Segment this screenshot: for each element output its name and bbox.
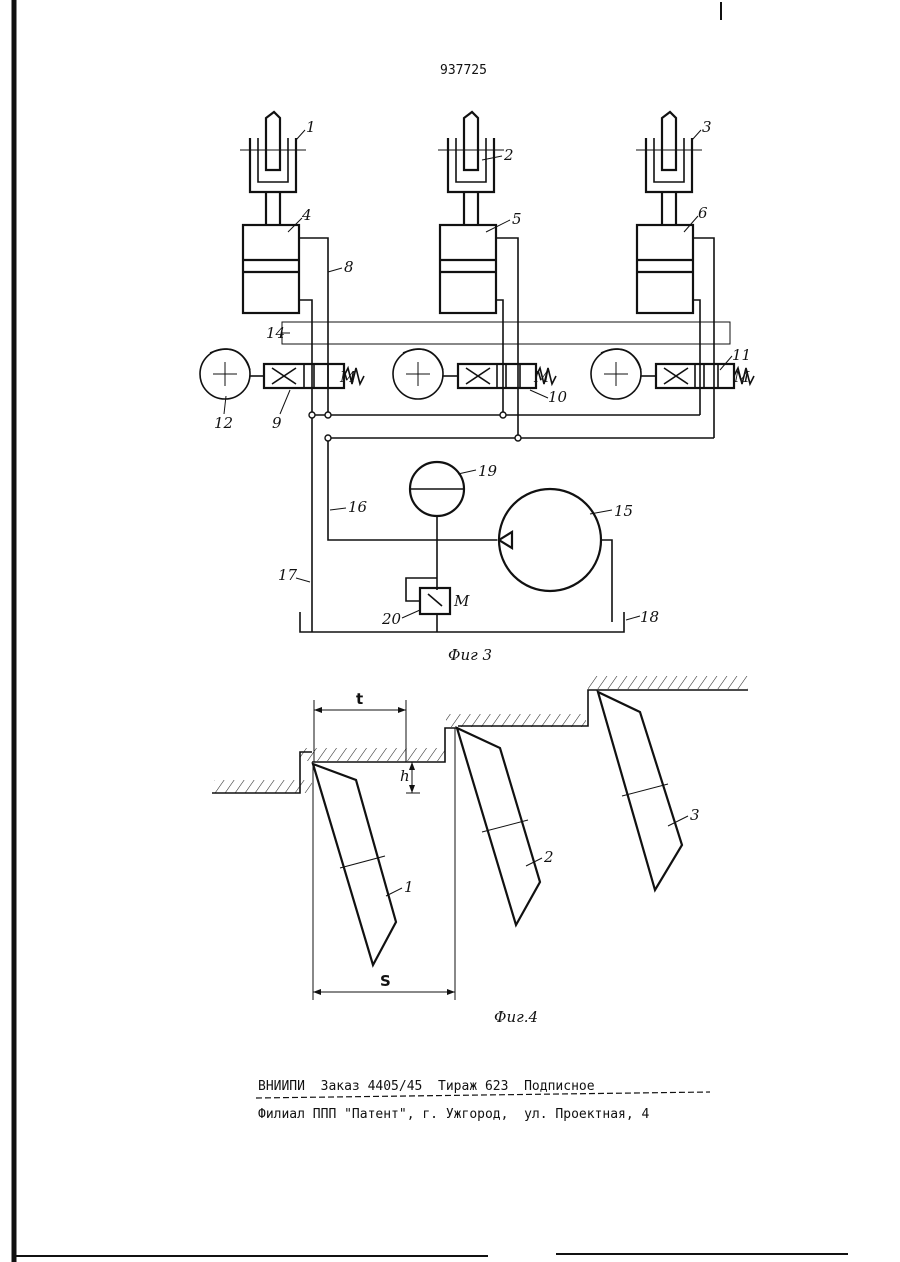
imprint-footer: ВНИИПИ Заказ 4405/45 Тираж 623 Подписное… [256,1079,710,1122]
patent-number: 937725 [440,63,487,78]
distributor-valve-11 [591,349,754,399]
label-6: 6 [698,204,708,222]
fig4-caption: Фиг.4 [494,1008,538,1026]
accumulator-19 [410,462,464,590]
footer-line-2: Филиал ППП "Патент", г. Ужгород, ул. Про… [258,1107,650,1122]
label-1: 1 [306,118,316,136]
footer-line-1: ВНИИПИ Заказ 4405/45 Тираж 623 Подписное [258,1079,595,1094]
dimension-h-label: h [400,767,410,785]
cutter-holder-3 [636,112,702,225]
cutter-holder-2 [438,112,504,225]
label-m-valve-9: M [339,368,356,386]
dimension-s-label: S [380,972,391,990]
label-15: 15 [614,502,633,520]
label-20: 20 [381,610,402,628]
cutter-label-3: 3 [690,806,700,824]
dimension-s [313,728,455,1000]
label-3: 3 [702,118,712,136]
cutter-tooth-3 [598,692,682,890]
label-14: 14 [266,324,285,342]
hydro-cylinder-5 [440,225,496,313]
label-18: 18 [640,608,659,626]
hydro-cylinder-6 [637,225,693,313]
label-17: 17 [278,566,298,584]
label-10: 10 [548,388,568,406]
cutter-holder-1 [240,112,306,225]
label-9: 9 [272,414,282,432]
label-m-valve-11: M [733,368,750,386]
cutter-tooth-2 [457,728,540,925]
dimension-t-label: t [356,690,363,708]
fig3-caption: Фиг 3 [448,646,492,664]
fig4-cutting-scheme: t h S 1 2 3 Фиг.4 [212,676,748,1026]
label-5: 5 [512,210,522,228]
workpiece-surface [212,676,748,793]
label-m-valve-10: M [533,368,550,386]
hydro-cylinder-4 [243,225,299,313]
cutter-tooth-1 [313,764,396,965]
tank-lines [300,612,624,632]
label-11: 11 [732,346,751,364]
label-4: 4 [301,206,312,224]
fig3-hydraulic-scheme: 1 2 3 4 5 6 8 9 10 11 12 14 15 16 17 18 … [200,112,754,664]
relief-valve-20 [406,578,450,622]
cutter-label-1: 1 [404,878,414,896]
control-bar-14 [282,322,730,344]
distributor-valve-10 [393,349,556,399]
manifold-lines [309,412,714,622]
label-8: 8 [344,258,354,276]
pump-15 [499,489,612,622]
hydraulic-lines-upper [299,238,714,438]
label-19: 19 [478,462,498,480]
label-m-relief-valve: M [453,592,470,610]
label-16: 16 [348,498,368,516]
cutter-label-2: 2 [543,848,554,866]
label-2: 2 [503,146,514,164]
label-12: 12 [214,414,233,432]
